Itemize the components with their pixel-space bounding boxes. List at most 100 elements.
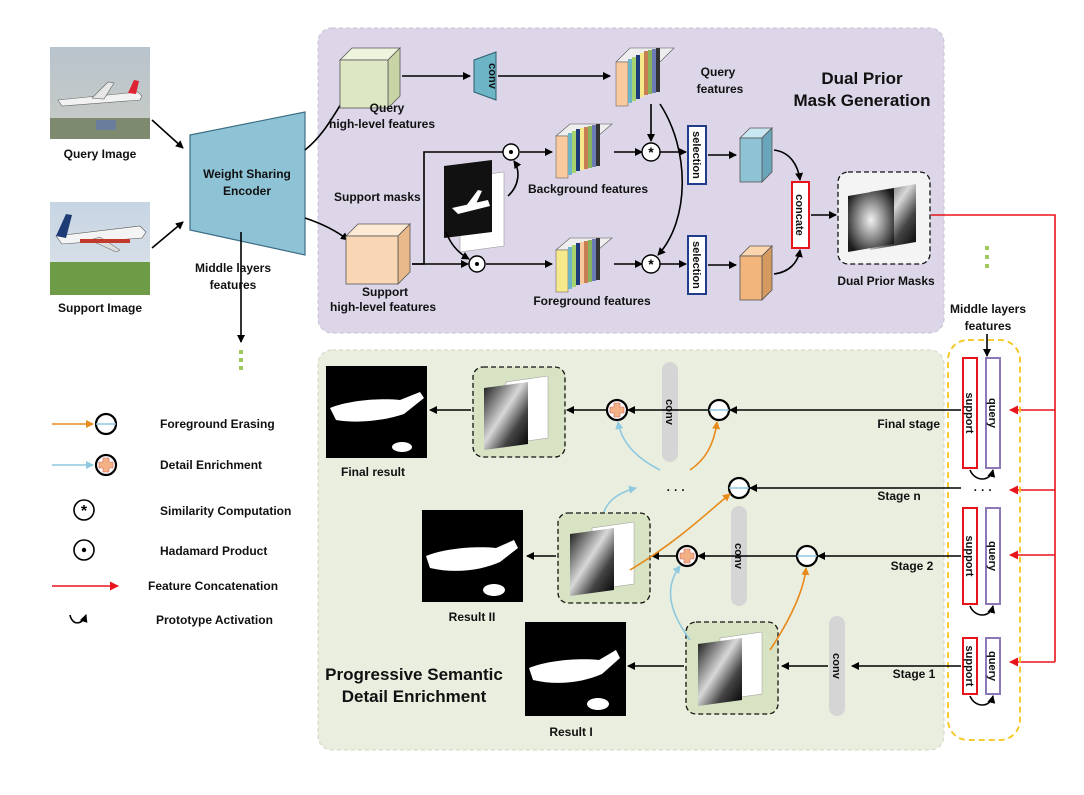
legend-hadamard-dot bbox=[81, 547, 87, 553]
bg-hadamard-dot bbox=[509, 150, 513, 154]
support-high-line2: high-level features bbox=[330, 300, 436, 314]
fg-similarity-computation: * bbox=[641, 254, 661, 274]
stage1-conv-bar bbox=[829, 616, 845, 716]
query-high-line2: high-level features bbox=[329, 117, 435, 131]
result-2-label: Result II bbox=[449, 610, 496, 624]
concate-box bbox=[791, 181, 810, 249]
conv-label: conv bbox=[486, 63, 498, 90]
final-result-image bbox=[326, 366, 427, 458]
mask-to-fg-hadamard bbox=[445, 231, 470, 260]
concate-label: concate bbox=[793, 194, 805, 236]
result-1-image bbox=[525, 622, 626, 716]
right-middle-dots bbox=[985, 246, 989, 268]
legend-similarity-label: Similarity Computation bbox=[160, 504, 291, 518]
fg-selection-label: selection bbox=[690, 241, 702, 289]
dual-masks-concat-line bbox=[931, 214, 1056, 662]
query-features-stack bbox=[615, 47, 675, 107]
query-to-encoder-arrow bbox=[151, 119, 184, 149]
bg-cube-to-concate bbox=[773, 149, 804, 181]
support-high-line1: Support bbox=[362, 285, 408, 299]
stage-n-ellipsis-left: · · · bbox=[667, 483, 686, 497]
dual-prior-title-line1: Dual Prior bbox=[821, 69, 903, 88]
stage2-foreground-erasing bbox=[795, 544, 819, 568]
query-image-label: Query Image bbox=[64, 147, 137, 161]
background-features-label: Background features bbox=[528, 182, 648, 196]
support-mask-images bbox=[444, 160, 505, 253]
right-middle-line2: features bbox=[965, 319, 1012, 333]
stage1-support-label: support bbox=[963, 646, 975, 687]
middle-features-line2: features bbox=[210, 278, 257, 292]
support-image bbox=[50, 202, 150, 295]
final-foreground-erasing bbox=[707, 398, 731, 422]
stage-2-label: Stage 2 bbox=[891, 559, 934, 573]
final-conv-label: conv bbox=[663, 399, 675, 426]
query-features-to-fg-sim bbox=[657, 103, 684, 256]
stage1-pred-to-stage2-erase bbox=[769, 567, 810, 651]
conv-block bbox=[473, 51, 497, 101]
final-stage-pair bbox=[962, 357, 1001, 469]
legend-similarity-icon bbox=[73, 499, 95, 521]
bg-selection-box bbox=[687, 125, 707, 185]
middle-features-line1: Middle layers bbox=[195, 261, 271, 275]
legend-concat-label: Feature Concatenation bbox=[148, 579, 278, 593]
legend: Foreground Erasing Detail Enrichment * S… bbox=[52, 412, 291, 627]
query-features-line2: features bbox=[697, 82, 744, 96]
legend-enrich-plus bbox=[98, 457, 114, 473]
foreground-features-label: Foreground features bbox=[533, 294, 651, 308]
result-2-image bbox=[422, 510, 523, 602]
encoder-label-line1: Weight Sharing bbox=[203, 167, 291, 181]
legend-prototype-icon bbox=[69, 614, 88, 624]
final-stage-label: Final stage bbox=[877, 417, 940, 431]
dual-prior-masks-label: Dual Prior Masks bbox=[837, 274, 935, 288]
stage-n-label: Stage n bbox=[877, 489, 920, 503]
final-detail-enrichment bbox=[605, 398, 629, 422]
stage2-support-label: support bbox=[963, 536, 975, 577]
legend-enrich-label: Detail Enrichment bbox=[160, 458, 262, 472]
bg-selection-label: selection bbox=[690, 131, 702, 179]
fg-hadamard-dot bbox=[475, 262, 479, 266]
stage-1-pair bbox=[962, 637, 1001, 695]
legend-hadamard-label: Hadamard Product bbox=[160, 544, 267, 558]
foreground-features-stack bbox=[555, 237, 613, 293]
pse-title-line2: Detail Enrichment bbox=[342, 687, 487, 706]
support-to-encoder-arrow bbox=[151, 221, 184, 249]
encoder-label-line2: Encoder bbox=[223, 184, 271, 198]
background-features-stack bbox=[555, 123, 613, 179]
stage-ellipsis-right: · · · bbox=[974, 483, 993, 497]
stage2-detail-enrichment bbox=[675, 544, 699, 568]
support-image-label: Support Image bbox=[58, 301, 142, 315]
fg-selected-cube bbox=[739, 245, 773, 301]
final-support-label: support bbox=[963, 393, 975, 434]
final-pred-front bbox=[484, 382, 528, 450]
stage-1-label: Stage 1 bbox=[893, 667, 936, 681]
query-features-line1: Query bbox=[701, 65, 736, 79]
support-high-level-cube bbox=[345, 223, 411, 285]
fg-selection-box bbox=[687, 235, 707, 295]
stage2-query-label: query bbox=[986, 541, 998, 572]
dual-prior-mask-front bbox=[848, 188, 894, 252]
final-query-label: query bbox=[986, 398, 998, 429]
svg-text:*: * bbox=[648, 256, 654, 272]
query-image bbox=[50, 47, 150, 139]
query-high-level-cube bbox=[339, 47, 401, 109]
result-1-label: Result I bbox=[549, 725, 592, 739]
final-conv-bar bbox=[662, 362, 678, 462]
stage1-pred-front bbox=[698, 638, 742, 706]
support-masks-label: Support masks bbox=[334, 190, 421, 204]
legend-prototype-label: Prototype Activation bbox=[156, 613, 273, 627]
stage1-query-label: query bbox=[986, 651, 998, 682]
legend-erasing-label: Foreground Erasing bbox=[160, 417, 275, 431]
mask-to-bg-hadamard bbox=[507, 160, 522, 197]
query-high-line1: Query bbox=[370, 101, 405, 115]
stagen-to-final-enrich bbox=[615, 421, 661, 471]
right-middle-line1: Middle layers bbox=[950, 302, 1026, 316]
stage2-prototype-arc bbox=[969, 605, 996, 616]
pse-title-line1: Progressive Semantic bbox=[325, 665, 503, 684]
stage-2-pair bbox=[962, 507, 1001, 605]
fg-cube-to-concate bbox=[773, 249, 803, 275]
stage2-pred-front bbox=[570, 528, 614, 596]
final-result-label: Final result bbox=[341, 465, 405, 479]
encoder-to-support-cube bbox=[304, 217, 349, 241]
dual-prior-title-line2: Mask Generation bbox=[794, 91, 931, 110]
